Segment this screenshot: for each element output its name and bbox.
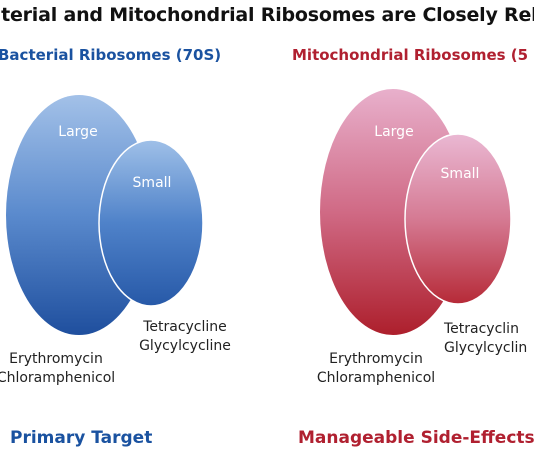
mitochondrial-small-drugs: Tetracyclin Glycylcyclin <box>444 320 527 358</box>
drug-label: Tetracycline <box>143 319 227 335</box>
mitochondrial-large-label: Large <box>374 124 413 140</box>
bacterial-large-drugs: Erythromycin Chloramphenicol <box>0 350 116 388</box>
drug-label: Erythromycin <box>329 351 423 367</box>
bacterial-large-label: Large <box>58 124 97 140</box>
mitochondrial-subtitle: Mitochondrial Ribosomes (5 <box>292 46 529 64</box>
bacterial-small-label: Small <box>133 175 172 191</box>
drug-label: Erythromycin <box>9 351 103 367</box>
bacterial-subtitle: Bacterial Ribosomes (70S) <box>0 46 222 64</box>
drug-label: Glycylcycline <box>139 338 231 354</box>
mitochondrial-small-label: Small <box>441 166 480 182</box>
mitochondrial-large-drugs: Erythromycin Chloramphenicol <box>308 350 444 388</box>
mitochondrial-small-subunit <box>404 133 512 305</box>
bacterial-small-subunit <box>98 139 204 307</box>
mitochondrial-footer: Manageable Side-Effects <box>298 428 534 448</box>
drug-label: Glycylcyclin <box>444 340 528 356</box>
drug-label: Tetracyclin <box>444 321 519 337</box>
drug-label: Chloramphenicol <box>0 370 116 386</box>
diagram-title: cterial and Mitochondrial Ribosomes are … <box>0 4 534 26</box>
drug-label: Chloramphenicol <box>316 370 436 386</box>
bacterial-footer: Primary Target <box>10 428 153 448</box>
bacterial-small-drugs: Tetracycline Glycylcycline <box>130 318 240 356</box>
